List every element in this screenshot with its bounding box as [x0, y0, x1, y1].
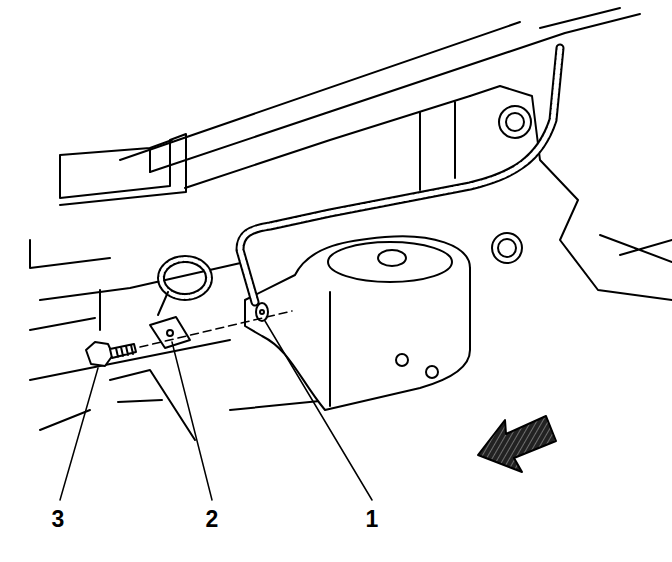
leader-line [60, 368, 98, 500]
harness-wire [158, 292, 168, 315]
frame-hole [498, 239, 516, 257]
frame-hole [506, 113, 524, 131]
frame-rail [185, 96, 470, 190]
callout-number: 3 [52, 508, 65, 531]
frame-rail [600, 235, 672, 262]
mount-hole [378, 250, 406, 266]
direction-arrow [478, 416, 556, 472]
callout-number: 1 [366, 508, 379, 531]
bolt [110, 344, 136, 358]
clip-hole [167, 330, 173, 336]
frame-hole [492, 233, 522, 263]
mount-bracket [330, 268, 470, 406]
wiring-harness [240, 48, 560, 302]
wiring-harness [240, 48, 560, 302]
frame-hole [499, 106, 531, 138]
frame-bracket [60, 134, 186, 205]
leader-line [265, 321, 372, 500]
callout-number: 2 [206, 508, 219, 531]
frame-rail [120, 8, 640, 172]
mount-hole [396, 354, 408, 366]
leader-line [172, 342, 212, 500]
mount-hole [426, 366, 438, 378]
mount-bracket [245, 236, 470, 410]
mount-boss [328, 242, 452, 282]
bolt [86, 342, 113, 366]
nut [260, 310, 264, 314]
frame-rail [470, 86, 672, 300]
